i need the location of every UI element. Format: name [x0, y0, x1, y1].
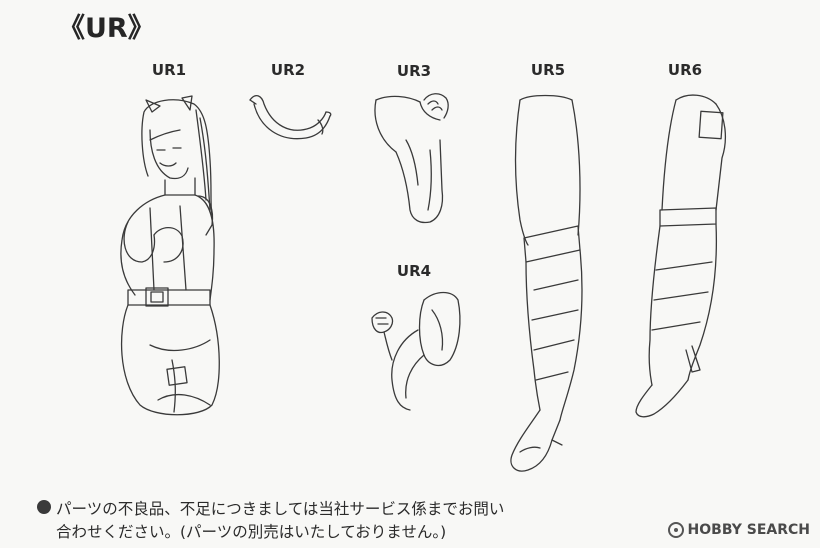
- part-label-ur5: UR5: [530, 61, 566, 79]
- part-ur3-arm-drawing: [374, 93, 449, 224]
- part-label-ur1: UR1: [151, 61, 187, 79]
- watermark-text: HOBBY SEARCH: [687, 522, 810, 538]
- notice-line-2: 合わせください。(パーツの別売はいたしておりません。): [56, 523, 447, 541]
- part-ur6-leg-drawing: [635, 94, 727, 418]
- part-label-ur3: UR3: [396, 62, 432, 80]
- watermark: HOBBY SEARCH: [667, 522, 810, 538]
- part-ur4-forearm-drawing: [371, 291, 461, 411]
- part-label-ur4: UR4: [396, 262, 432, 280]
- bullet-icon: [37, 500, 51, 514]
- part-ur5-leg-drawing: [510, 94, 583, 472]
- part-ur1-torso-drawing: [120, 95, 220, 416]
- part-label-ur6: UR6: [667, 61, 703, 79]
- part-ur2-tail-drawing: [249, 95, 332, 140]
- section-title: 《UR》: [58, 13, 155, 44]
- notice-line-1: パーツの不良品、不足につきましては当社サービス係までお問い: [56, 500, 505, 518]
- part-label-ur2: UR2: [270, 61, 306, 79]
- hobby-search-logo-icon: [667, 522, 684, 538]
